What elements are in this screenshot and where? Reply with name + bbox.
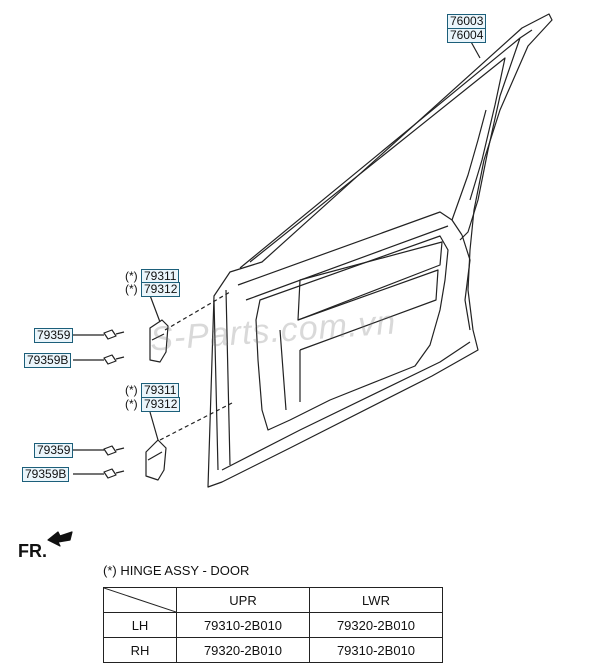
- hinge-part-table: UPR LWR LH 79310-2B010 79320-2B010 RH 79…: [103, 587, 443, 663]
- lower-bolt-b: [103, 468, 125, 479]
- window-sash-inner: [239, 29, 533, 269]
- callout-upper-79359[interactable]: 79359: [34, 328, 74, 343]
- lower-hinge: [145, 439, 167, 481]
- front-direction-label: FR.: [18, 541, 47, 561]
- callout-upper-79311[interactable]: 79311: [141, 269, 180, 284]
- callout-upper-79312[interactable]: 79312: [141, 282, 181, 297]
- lower-hinge-star-1: (*): [125, 383, 138, 397]
- callout-lower-79311[interactable]: 79311: [141, 383, 180, 398]
- table-header-lwr: LWR: [309, 587, 443, 613]
- callout-76003[interactable]: 76003: [447, 14, 487, 29]
- upper-hinge-star-1: (*): [125, 269, 138, 283]
- callout-76004[interactable]: 76004: [447, 28, 487, 43]
- callout-lower-79359B[interactable]: 79359B: [22, 467, 70, 482]
- callout-upper-79359B[interactable]: 79359B: [24, 353, 72, 368]
- lower-bolt: [103, 445, 125, 456]
- door-outer-outline: [207, 13, 553, 488]
- upper-bolt-b: [103, 354, 125, 365]
- table-cell-lwr: 79320-2B010: [309, 612, 443, 638]
- diagonal-line: [104, 588, 176, 612]
- table-row: LH 79310-2B010 79320-2B010: [103, 612, 443, 638]
- table-corner-cell: [103, 587, 177, 613]
- table-header-upr: UPR: [176, 587, 310, 613]
- table-cell-upr: 79310-2B010: [176, 612, 310, 638]
- table-cell-lwr: 79310-2B010: [309, 637, 443, 663]
- table-cell-side: LH: [103, 612, 177, 638]
- upper-hinge-leader: [164, 291, 231, 331]
- callout-lower-79312[interactable]: 79312: [141, 397, 181, 412]
- callout-lower-79359[interactable]: 79359: [34, 443, 74, 458]
- door-inner-panel: [255, 235, 449, 431]
- upper-hinge: [149, 319, 169, 363]
- upper-hinge-star-2: (*): [125, 282, 138, 296]
- table-header-row: UPR LWR: [103, 587, 443, 613]
- lower-hinge-star-2: (*): [125, 397, 138, 411]
- hinge-note: (*) HINGE ASSY - DOOR: [103, 563, 250, 578]
- door-beltline: [237, 211, 463, 301]
- table-cell-upr: 79320-2B010: [176, 637, 310, 663]
- table-row: RH 79320-2B010 79310-2B010: [103, 637, 443, 663]
- front-arrow: [47, 531, 73, 547]
- upper-bolt: [103, 329, 125, 340]
- table-cell-side: RH: [103, 637, 177, 663]
